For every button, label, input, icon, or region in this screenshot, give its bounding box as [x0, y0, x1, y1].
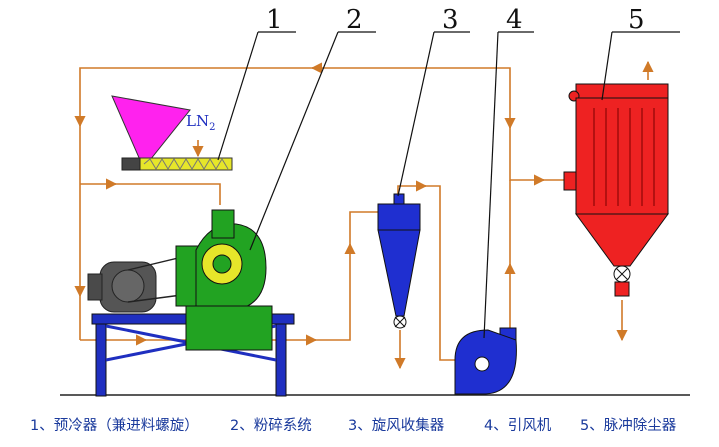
cyclone-outlet-pipe	[393, 193, 405, 205]
mill-hub	[212, 254, 232, 274]
screw-flight	[143, 158, 229, 170]
motor-end-cap	[87, 273, 103, 301]
filter-bags	[593, 108, 655, 206]
support-leg-left	[95, 323, 107, 397]
callout-4: 4	[506, 5, 523, 35]
motor-pulley	[111, 269, 145, 303]
cyclone-collector	[377, 193, 421, 329]
cyclone-barrel	[377, 203, 421, 231]
nitrogen-label: LN2	[186, 112, 215, 133]
collector-inlet	[563, 171, 577, 191]
pulse-dust-collector	[563, 83, 669, 297]
cyclone-to-fan-line	[397, 185, 455, 361]
cyclone-cone	[377, 229, 421, 317]
grinder-to-cyclone-line	[260, 211, 378, 341]
callout-leaders	[217, 31, 680, 339]
callout-1: 1	[266, 5, 283, 35]
valve-cross	[394, 316, 406, 328]
legend-item-1: 1、预冷器（兼进料螺旋）	[30, 417, 199, 434]
collector-body	[575, 97, 669, 215]
mill-inlet-chute	[211, 209, 235, 239]
fan-hub	[474, 356, 490, 372]
grinding-system	[87, 209, 295, 397]
feed-hopper	[111, 95, 191, 161]
mill-base	[185, 305, 273, 351]
precooler-unit	[111, 95, 233, 171]
callout-5: 5	[628, 5, 645, 35]
top-return-line	[79, 67, 565, 340]
callout-2: 2	[346, 5, 363, 35]
legend-item-2: 2、粉碎系统	[230, 417, 312, 434]
conveyor-drive-motor	[121, 157, 141, 171]
mill-side-housing	[175, 245, 199, 307]
valve-cross	[615, 267, 629, 281]
collector-top-plenum	[575, 83, 669, 99]
callout-3: 3	[442, 5, 459, 35]
support-leg-right	[275, 323, 287, 397]
legend-item-4: 4、引风机	[484, 417, 552, 434]
induced-draft-fan	[454, 327, 517, 395]
collector-discharge	[614, 281, 630, 297]
legend: 1、预冷器（兼进料螺旋） 2、粉碎系统 3、旋风收集器 4、引风机 5、脉冲除尘…	[30, 417, 677, 434]
collector-hopper	[575, 213, 669, 267]
mid-branch-line	[80, 183, 221, 205]
legend-item-5: 5、脉冲除尘器	[580, 417, 677, 434]
legend-item-3: 3、旋风收集器	[348, 417, 445, 434]
